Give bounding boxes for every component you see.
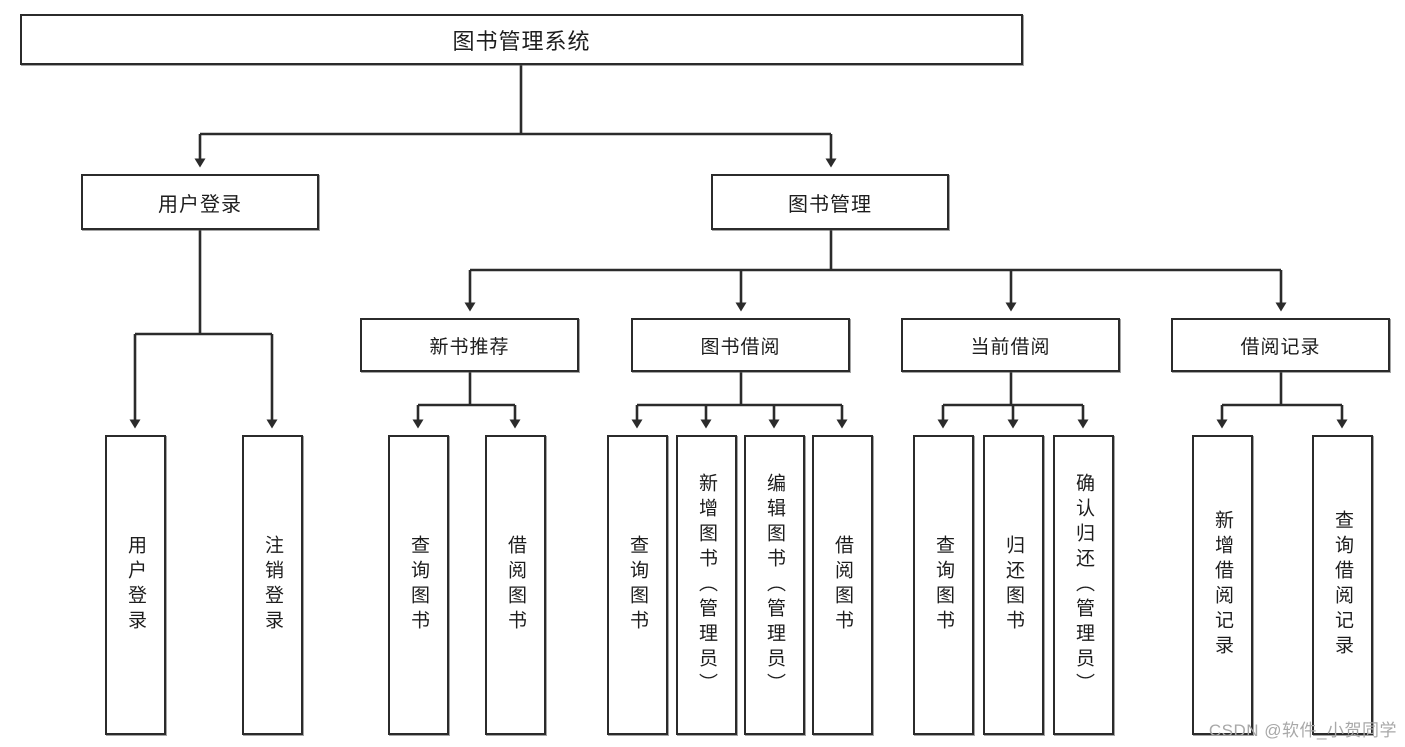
node-query-book-current[interactable]: 查询图书	[913, 435, 974, 735]
node-new-book-recommend[interactable]: 新书推荐	[360, 318, 579, 372]
node-current-borrow-label: 当前借阅	[970, 336, 1051, 358]
watermark-text: CSDN @软件_小贺同学	[1208, 721, 1397, 740]
node-book-borrow-label: 图书借阅	[700, 336, 781, 358]
node-leaf-label: 查询图书	[408, 535, 429, 635]
node-leaf-label: 用户登录	[125, 535, 146, 635]
node-leaf-label: 新增借阅记录	[1212, 510, 1233, 660]
node-leaf-label: 查询图书	[627, 535, 648, 635]
node-add-borrow-record[interactable]: 新增借阅记录	[1192, 435, 1253, 735]
node-borrow-book-action[interactable]: 借阅图书	[812, 435, 873, 735]
node-query-book-borrow[interactable]: 查询图书	[607, 435, 668, 735]
node-current-borrow[interactable]: 当前借阅	[901, 318, 1120, 372]
node-book-management-label: 图书管理	[788, 193, 872, 216]
node-borrow-record-label: 借阅记录	[1240, 336, 1321, 358]
node-leaf-label: 查询图书	[933, 535, 954, 635]
node-leaf-label: 注销登录	[262, 535, 283, 635]
node-leaf-label: 借阅图书	[505, 535, 526, 635]
node-root-system[interactable]: 图书管理系统	[20, 14, 1023, 65]
node-leaf-label: 归还图书	[1003, 535, 1024, 635]
node-add-book-admin[interactable]: 新增图书（管理员）	[676, 435, 737, 735]
node-return-book[interactable]: 归还图书	[983, 435, 1044, 735]
node-query-borrow-record[interactable]: 查询借阅记录	[1312, 435, 1373, 735]
node-book-borrow[interactable]: 图书借阅	[631, 318, 850, 372]
node-leaf-label: 查询借阅记录	[1332, 510, 1353, 660]
node-leaf-label: 编辑图书（管理员）	[764, 472, 785, 698]
node-leaf-label: 确认归还（管理员）	[1073, 472, 1094, 698]
node-leaf-label: 新增图书（管理员）	[696, 472, 717, 698]
node-leaf-label: 借阅图书	[832, 535, 853, 635]
node-root-label: 图书管理系统	[452, 28, 591, 54]
node-new-book-recommend-label: 新书推荐	[429, 336, 510, 358]
node-user-logout-action[interactable]: 注销登录	[242, 435, 303, 735]
node-borrow-record[interactable]: 借阅记录	[1171, 318, 1390, 372]
node-query-book-recommend[interactable]: 查询图书	[388, 435, 449, 735]
node-user-login[interactable]: 用户登录	[81, 174, 319, 230]
node-confirm-return-admin[interactable]: 确认归还（管理员）	[1053, 435, 1114, 735]
node-edit-book-admin[interactable]: 编辑图书（管理员）	[744, 435, 805, 735]
node-borrow-book-recommend[interactable]: 借阅图书	[485, 435, 546, 735]
node-user-login-label: 用户登录	[158, 193, 242, 216]
node-book-management[interactable]: 图书管理	[711, 174, 949, 230]
node-user-login-action[interactable]: 用户登录	[105, 435, 166, 735]
